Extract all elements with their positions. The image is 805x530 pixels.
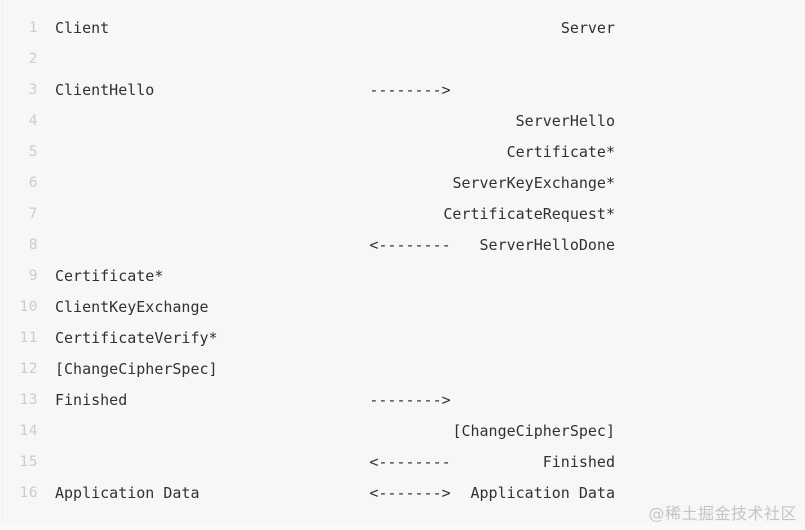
line-number: 12	[19, 361, 38, 377]
client-message: CertificateVerify*	[55, 329, 218, 347]
code-line: 15 Finished <--------	[0, 447, 805, 478]
code-line-content[interactable]: Certificate*	[55, 261, 805, 292]
server-message: CertificateRequest*	[443, 205, 615, 223]
line-number: 15	[19, 454, 38, 470]
flow-arrow: <------->	[369, 484, 451, 502]
line-number: 5	[28, 144, 38, 160]
server-message: Server	[560, 19, 615, 37]
code-line-content[interactable]: Certificate*	[55, 137, 805, 168]
code-line-content[interactable]: ClientKeyExchange	[55, 292, 805, 323]
line-number: 1	[28, 20, 38, 36]
server-message: Certificate*	[506, 143, 615, 161]
code-line: 1 Client Server	[0, 13, 805, 44]
code-line: 11 CertificateVerify*	[0, 323, 805, 354]
line-number: 13	[19, 392, 38, 408]
line-number: 4	[28, 113, 38, 129]
code-line: 10 ClientKeyExchange	[0, 292, 805, 323]
code-line-content[interactable]: [ChangeCipherSpec]	[55, 354, 805, 385]
client-message: Finished	[55, 391, 128, 409]
code-line-content[interactable]: ServerHello	[55, 106, 805, 137]
client-message: ClientHello	[55, 81, 155, 99]
server-message: Application Data	[470, 484, 616, 502]
line-number: 7	[28, 206, 38, 222]
line-number: 14	[19, 423, 38, 439]
flow-arrow: -------->	[369, 391, 451, 409]
client-message: Application Data	[55, 484, 200, 502]
line-number: 8	[28, 237, 38, 253]
line-number: 11	[19, 330, 38, 346]
line-number: 3	[28, 82, 38, 98]
code-line: 13 Finished -------->	[0, 385, 805, 416]
server-message: [ChangeCipherSpec]	[452, 422, 615, 440]
code-line: 14 [ChangeCipherSpec]	[0, 416, 805, 447]
code-line: 12 [ChangeCipherSpec]	[0, 354, 805, 385]
code-line-content[interactable]: ServerKeyExchange*	[55, 168, 805, 199]
code-line: 7 CertificateRequest*	[0, 199, 805, 230]
server-message: ServerHelloDone	[479, 236, 615, 254]
code-line-content[interactable]: CertificateRequest*	[55, 199, 805, 230]
code-line-content[interactable]: Client Server	[55, 13, 805, 44]
client-message: ClientKeyExchange	[55, 298, 209, 316]
code-line: 16 Application Data Application Data <-----…	[0, 478, 805, 509]
code-line-content[interactable]: Finished <--------	[55, 447, 805, 478]
watermark: @稀土掘金技术社区	[648, 504, 797, 523]
code-line: 6 ServerKeyExchange*	[0, 168, 805, 199]
client-message: Certificate*	[55, 267, 164, 285]
server-message: ServerHello	[515, 112, 615, 130]
server-message: ServerKeyExchange*	[452, 174, 615, 192]
line-number: 9	[28, 268, 38, 284]
line-number: 16	[19, 485, 38, 501]
code-line: 2	[0, 44, 805, 75]
code-line: 8 ServerHelloDone <--------	[0, 230, 805, 261]
code-line-content[interactable]	[55, 44, 805, 75]
code-line: 4 ServerHello	[0, 106, 805, 137]
code-line: 3 ClientHello -------->	[0, 75, 805, 106]
line-number: 6	[28, 175, 38, 191]
client-message: [ChangeCipherSpec]	[55, 360, 218, 378]
line-number: 2	[28, 51, 38, 67]
line-number: 10	[19, 299, 38, 315]
flow-arrow: -------->	[369, 81, 451, 99]
flow-arrow: <--------	[369, 236, 451, 254]
flow-arrow: <--------	[369, 453, 451, 471]
code-line-content[interactable]: CertificateVerify*	[55, 323, 805, 354]
code-line-content[interactable]: [ChangeCipherSpec]	[55, 416, 805, 447]
code-line: 5 Certificate*	[0, 137, 805, 168]
code-line-content[interactable]: Application Data Application Data <-------…	[55, 478, 805, 509]
code-line-content[interactable]: ServerHelloDone <--------	[55, 230, 805, 261]
code-line: 9 Certificate*	[0, 261, 805, 292]
client-message: Client	[55, 19, 110, 37]
code-line-content[interactable]: Finished -------->	[55, 385, 805, 416]
server-message: Finished	[542, 453, 615, 471]
code-line-content[interactable]: ClientHello -------->	[55, 75, 805, 106]
